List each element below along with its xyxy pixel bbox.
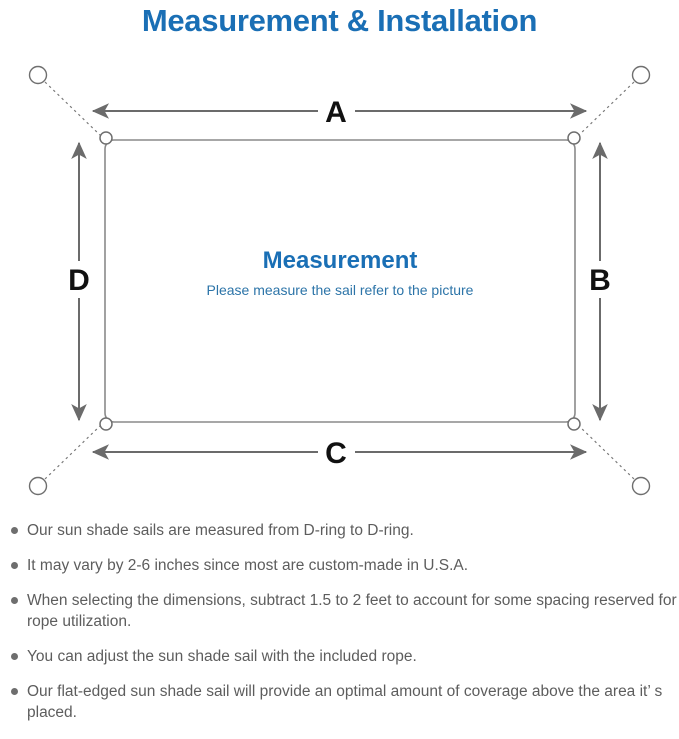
list-item: Our flat-edged sun shade sail will provi… (0, 681, 679, 723)
d-ring-bottom-right (567, 417, 581, 431)
note-text: You can adjust the sun shade sail with t… (27, 648, 417, 665)
rope-lines (44, 81, 635, 480)
rope-line-bottom-right (577, 424, 635, 480)
sail-center-subtitle: Please measure the sail refer to the pic… (207, 282, 474, 298)
bullet-icon (11, 653, 18, 660)
note-text: Our sun shade sails are measured from D-… (27, 522, 414, 539)
bullet-icon (11, 688, 18, 695)
measurement-diagram: A C D B Measurement Please measure the s… (0, 46, 679, 516)
d-ring-top-left (99, 131, 113, 145)
dimension-a: A (91, 96, 588, 129)
bullet-icon (11, 597, 18, 604)
list-item: You can adjust the sun shade sail with t… (0, 646, 679, 667)
bullet-icon (11, 527, 18, 534)
dimension-d: D (68, 141, 90, 422)
dimension-b: B (589, 141, 611, 422)
d-rings (99, 131, 581, 431)
anchor-point-top-right (631, 65, 651, 85)
anchor-point-bottom-right (631, 476, 651, 496)
bullet-icon (11, 562, 18, 569)
sail-body (104, 139, 576, 423)
rope-line-top-left (44, 81, 102, 137)
sail-center-title: Measurement (263, 247, 418, 274)
d-ring-bottom-left (99, 417, 113, 431)
list-item: Our sun shade sails are measured from D-… (0, 520, 679, 541)
list-item: It may vary by 2-6 inches since most are… (0, 555, 679, 576)
anchor-point-top-left (28, 65, 48, 85)
notes-list: Our sun shade sails are measured from D-… (0, 520, 679, 737)
list-item: When selecting the dimensions, subtract … (0, 590, 679, 632)
anchor-point-bottom-left (28, 476, 48, 496)
rope-line-top-right (577, 81, 635, 137)
rope-line-bottom-left (44, 424, 102, 480)
dimension-a-label: A (325, 96, 347, 129)
anchor-points (28, 65, 651, 496)
note-text: When selecting the dimensions, subtract … (27, 592, 677, 630)
dimension-b-label: B (589, 264, 611, 297)
page-title: Measurement & Installation (141, 3, 538, 38)
note-text: It may vary by 2-6 inches since most are… (27, 557, 469, 574)
dimension-d-label: D (68, 264, 90, 297)
dimension-c-label: C (325, 437, 347, 470)
dimension-c: C (91, 437, 588, 470)
note-text: Our flat-edged sun shade sail will provi… (27, 683, 663, 721)
d-ring-top-right (567, 131, 581, 145)
